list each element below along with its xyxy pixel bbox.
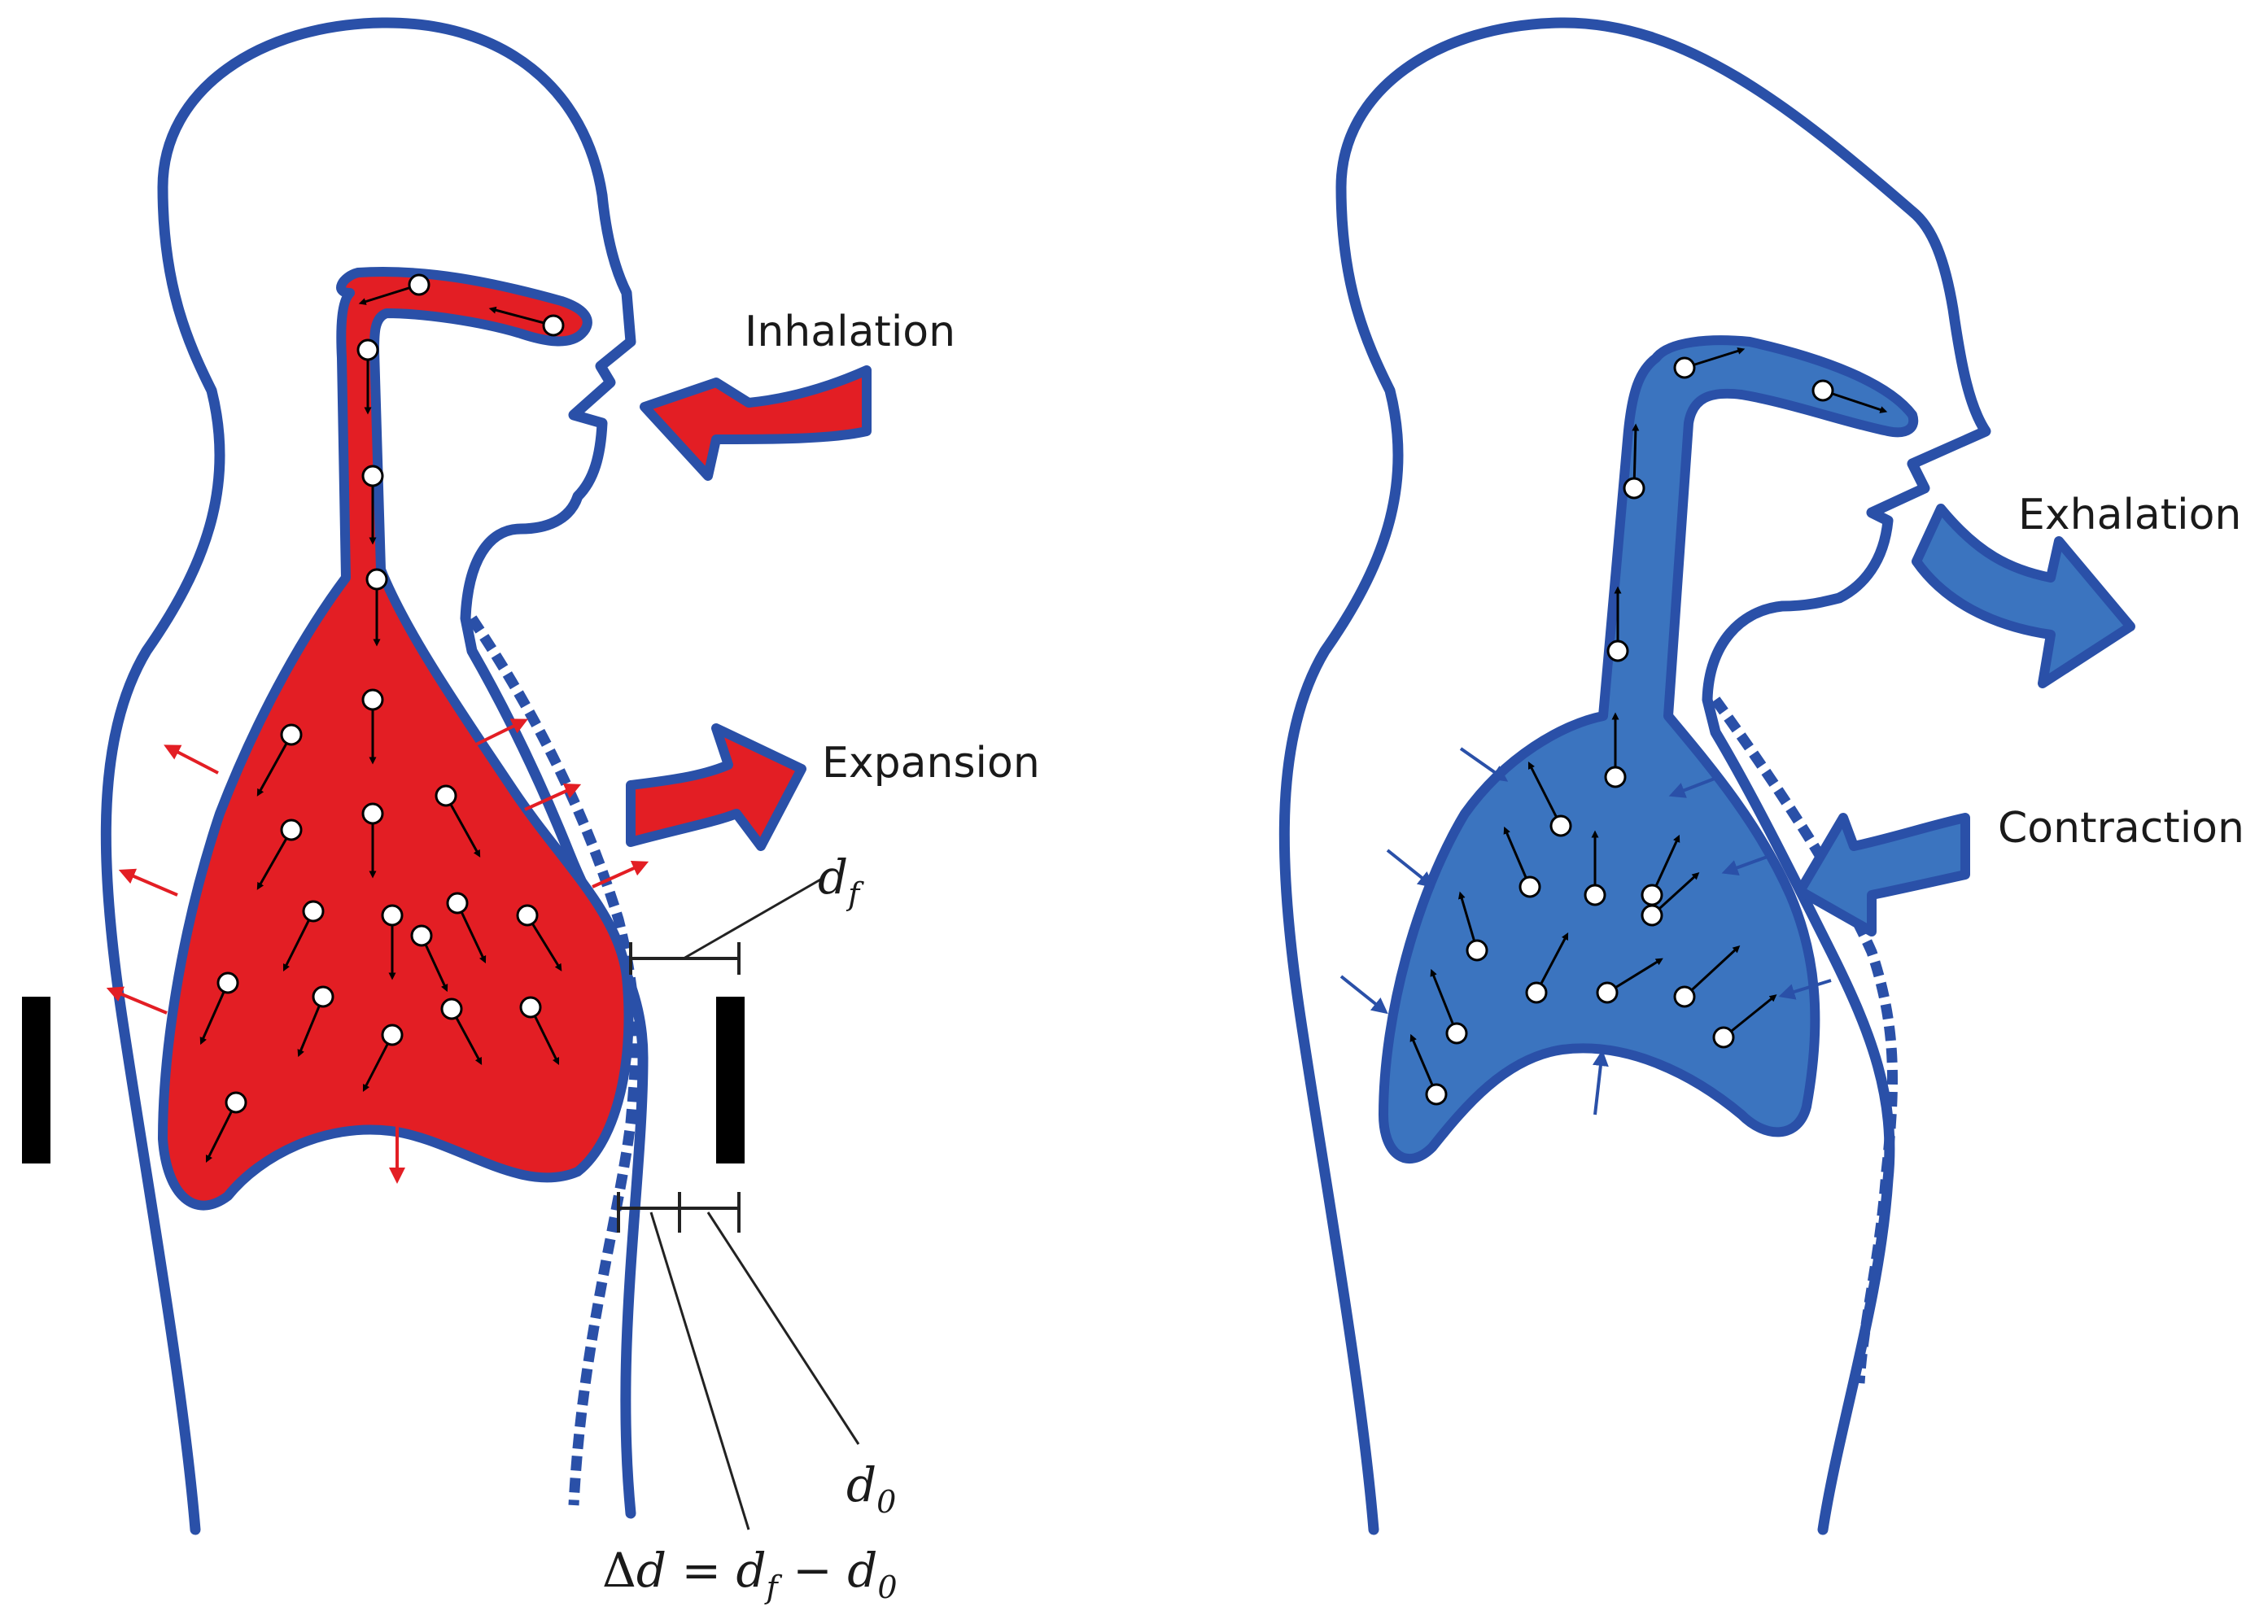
eq-d0-sub: 0 bbox=[877, 1569, 897, 1605]
exhalation-label: Exhalation bbox=[2018, 491, 2241, 539]
chest-baseline-dashed-left bbox=[467, 615, 641, 1506]
delta-d-equation: Δd = df − d0 bbox=[602, 1543, 898, 1605]
body-outline-right bbox=[1278, 17, 1991, 1535]
eq-equals: = bbox=[666, 1543, 736, 1598]
body-outline-left bbox=[100, 17, 649, 1535]
d0-base: d bbox=[846, 1457, 876, 1513]
inhalation-figure bbox=[22, 17, 872, 1535]
df-base: d bbox=[818, 849, 848, 905]
eq-d: d bbox=[636, 1543, 666, 1598]
expansion-label: Expansion bbox=[822, 739, 1040, 788]
exhalation-arrow bbox=[1912, 504, 2135, 688]
inhalation-label: Inhalation bbox=[745, 308, 955, 356]
exhalation-figure bbox=[1278, 17, 2135, 1535]
eq-d0: d bbox=[847, 1543, 877, 1598]
chest-baseline-dashed-right bbox=[1711, 696, 1898, 1384]
df-sub: f bbox=[846, 876, 864, 912]
leader-df bbox=[683, 877, 823, 960]
expansion-arrow bbox=[626, 723, 806, 851]
inhalation-arrow bbox=[640, 365, 872, 481]
contraction-arrow bbox=[1795, 813, 1970, 936]
df-label: df bbox=[818, 849, 864, 912]
eq-delta: Δ bbox=[602, 1543, 636, 1598]
eq-minus: − bbox=[778, 1543, 847, 1598]
airflow-particles-inhale bbox=[199, 273, 565, 1163]
expansion-force-arrows bbox=[106, 718, 649, 1184]
contraction-force-arrows bbox=[1339, 747, 1832, 1115]
lung-airway-inhale bbox=[158, 267, 634, 1211]
airflow-particles-exhale bbox=[1409, 347, 1888, 1106]
d0-sub: 0 bbox=[876, 1484, 896, 1520]
sensor-plate-front bbox=[716, 997, 745, 1163]
contraction-label: Contraction bbox=[1998, 804, 2244, 853]
sensor-plate-back bbox=[22, 997, 50, 1163]
leader-d0 bbox=[706, 1211, 860, 1445]
leader-delta-d bbox=[649, 1211, 750, 1530]
lung-airway-exhale bbox=[1379, 335, 1919, 1164]
d0-label: d0 bbox=[846, 1457, 896, 1520]
eq-df: d bbox=[736, 1543, 767, 1598]
